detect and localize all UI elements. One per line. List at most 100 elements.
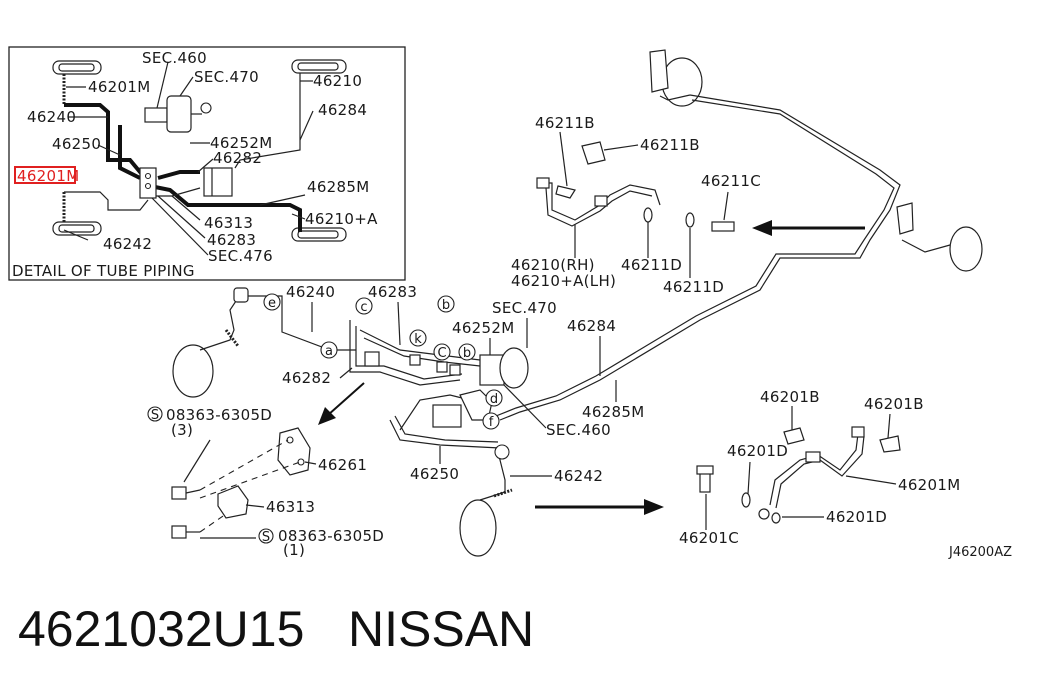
front-hose-detail: 46201B 46201B 46201D 46201M 46201C 46201… [535, 388, 1012, 560]
connector [409, 354, 421, 366]
label-46284-detail: 46284 [318, 101, 367, 119]
booster-center [499, 347, 529, 389]
clip-46211B [555, 185, 576, 199]
leader [97, 144, 121, 156]
clip-46201B [879, 435, 901, 453]
leader [291, 213, 306, 220]
arrow-head [318, 407, 336, 425]
hose-inner-top-right [297, 62, 339, 71]
label-46252M: 46252M [452, 319, 514, 337]
hose-inner-bottom-right [297, 230, 339, 239]
hose-front-left [199, 294, 241, 351]
brake-disc-front-right [459, 499, 497, 557]
leader [887, 413, 891, 439]
callout-f-text: f [489, 415, 494, 430]
label-46283-detail: 46283 [207, 231, 256, 249]
arrow-head [644, 499, 664, 515]
junction-port [144, 182, 152, 190]
label-sec460-detail: SEC.460 [142, 49, 207, 67]
label-46210RH: 46210(RH) [511, 256, 595, 274]
pipe-thin-left [64, 191, 149, 211]
pipe-front-right [149, 184, 302, 232]
clip-46211B [581, 141, 606, 165]
s-symbol-text: S [151, 408, 159, 423]
callout-d-text: d [490, 392, 498, 407]
leader [397, 301, 401, 346]
callout-k [409, 329, 427, 347]
hose-fitting [233, 287, 249, 303]
callout-e [263, 293, 281, 311]
pipe-master [118, 125, 141, 180]
label-46250: 46250 [410, 465, 459, 483]
label-46211D-b: 46211D [663, 278, 724, 296]
connector [436, 361, 448, 373]
brand-title: NISSAN [348, 601, 534, 657]
hose-fitting [594, 195, 608, 207]
label-46201M-top: 46201M [88, 78, 150, 96]
label-46201B-b: 46201B [864, 395, 924, 413]
label-bolt-2: 08363-6305D [278, 527, 384, 545]
label-sec460: SEC.460 [546, 421, 611, 439]
label-46201M-highlighted: 46201M [17, 167, 79, 185]
pipe-front-left [64, 103, 147, 180]
label-46285M-detail: 46285M [307, 178, 369, 196]
callout-b-text: b [442, 298, 450, 313]
leader [747, 461, 751, 495]
leader [151, 197, 209, 256]
leader [304, 461, 317, 465]
label-46210ALH: 46210+A(LH) [511, 272, 616, 290]
leader [156, 61, 169, 109]
arrow-line [327, 382, 365, 416]
label-46313-detail: 46313 [204, 214, 253, 232]
label-sec470: SEC.470 [492, 299, 557, 317]
leader [197, 158, 214, 173]
leader [171, 195, 201, 221]
callout-d [485, 389, 503, 407]
s-symbol-text: S [262, 530, 270, 545]
leader [559, 131, 568, 187]
callout-c [355, 297, 373, 315]
label-46285M: 46285M [582, 403, 644, 421]
pipe-46250-b [394, 415, 499, 443]
pipe-thin-right [234, 73, 301, 169]
label-46211D-a: 46211D [621, 256, 682, 274]
pipe-stub [659, 94, 691, 101]
bracket-hole [297, 458, 305, 466]
hose-inner-top-left [58, 63, 95, 72]
pipe-46282 [349, 320, 461, 386]
washer [758, 508, 770, 520]
install-line [199, 513, 227, 533]
washer [771, 512, 781, 524]
bolt-head [696, 465, 714, 475]
install-line [199, 461, 301, 499]
pipe-stub [901, 239, 951, 253]
callout-k-text: k [414, 332, 422, 347]
washer [643, 207, 653, 223]
callout-C [433, 343, 451, 361]
callout-c-text: c [360, 300, 367, 315]
bolt-shaft [185, 489, 201, 494]
pipe-46283-b [363, 337, 481, 367]
junction-center [459, 389, 493, 421]
brake-booster [166, 95, 192, 133]
hose-hatch [493, 488, 513, 498]
label-46261: 46261 [318, 456, 367, 474]
hose-inner-bottom-left [58, 224, 95, 233]
s-symbol [258, 528, 274, 544]
washer [685, 212, 695, 228]
label-sec476-detail: SEC.476 [208, 247, 273, 265]
leader [603, 144, 639, 151]
callout-b2 [458, 343, 476, 361]
callout-a [320, 341, 338, 359]
label-46240-detail: 46240 [27, 108, 76, 126]
master-cylinder [144, 107, 168, 123]
hose-fitting [494, 444, 510, 460]
bolt-head [171, 486, 187, 500]
center-assembly: c b k C b e a d f 46240 46283 SEC.470 46… [172, 283, 644, 557]
rear-main-pipe-2 [495, 99, 895, 417]
leader [259, 194, 306, 206]
washer [741, 492, 751, 508]
label-sec470-detail: SEC.470 [194, 68, 259, 86]
junction-port [144, 172, 152, 180]
